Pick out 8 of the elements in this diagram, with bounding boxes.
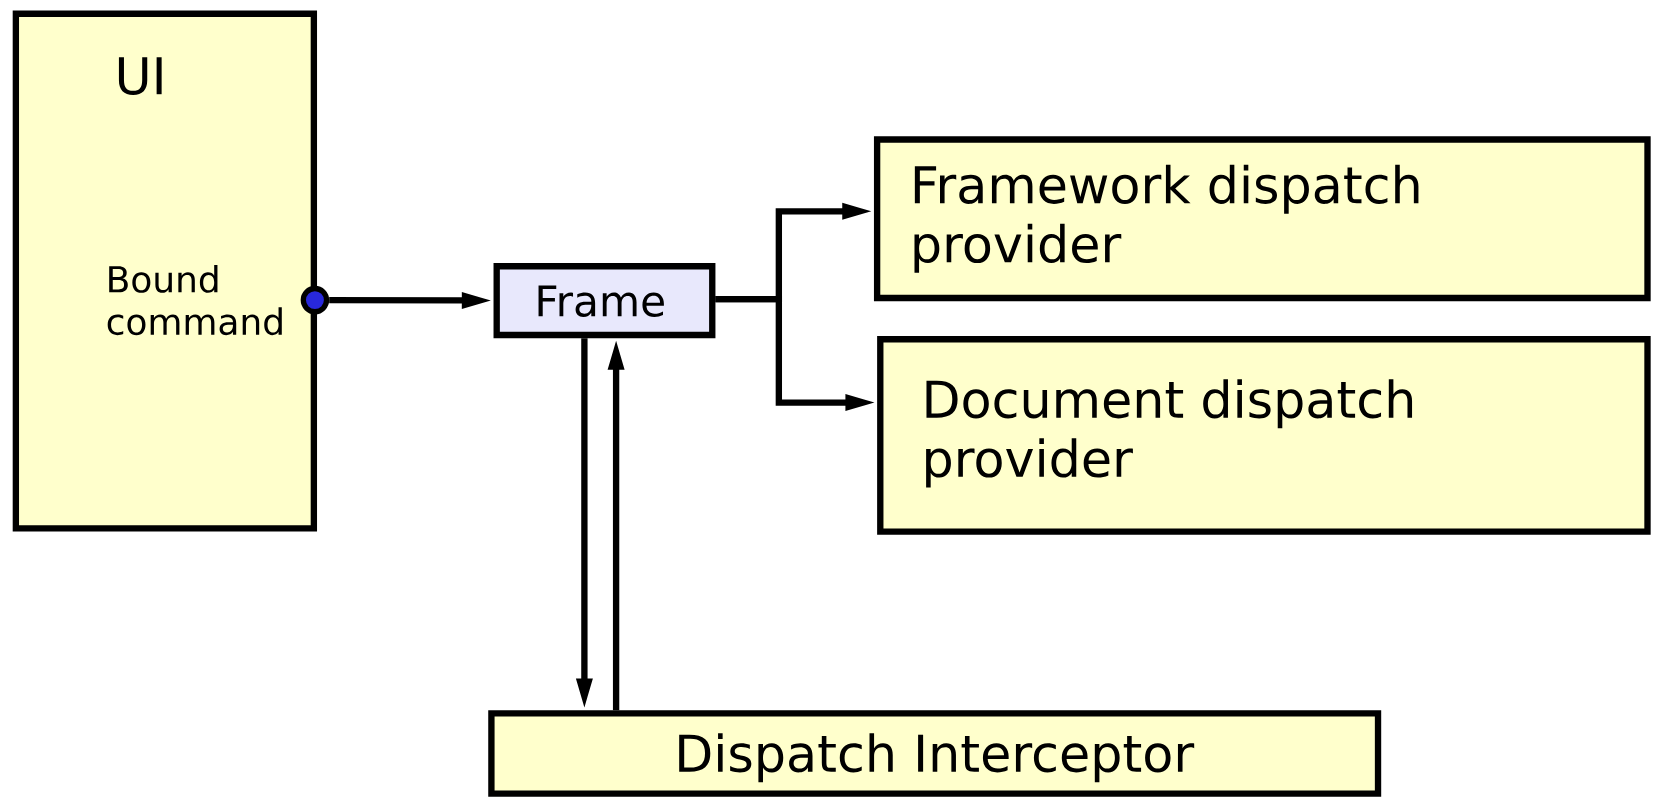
provider-box: Document dispatch provider: [877, 336, 1651, 535]
port-label: Bound command: [107, 265, 282, 336]
frame-box: Frame: [493, 263, 716, 339]
interceptor-box: Dispatch Interceptor: [488, 710, 1382, 797]
provider-box: Framework dispatch provider: [873, 136, 1651, 302]
port-circle: [300, 285, 330, 315]
panel-title: UI: [118, 57, 162, 95]
ui-panel: [12, 10, 318, 532]
